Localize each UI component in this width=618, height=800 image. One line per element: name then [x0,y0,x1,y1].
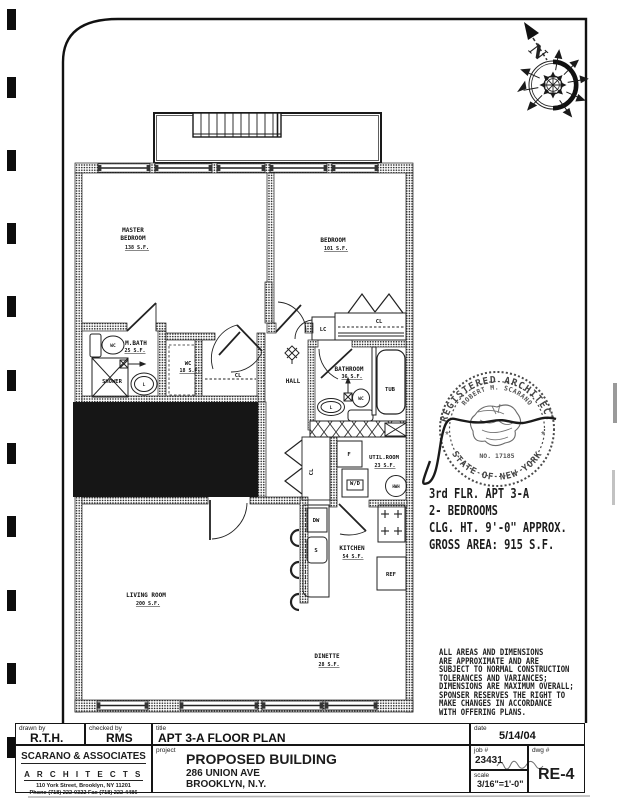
firm-name: SCARANO & ASSOCIATES [21,751,146,764]
label-living-area: 200 S.F. [136,601,160,607]
title-block: drawn by R.T.H. checked by RMS title APT… [15,723,585,796]
architect-stamp: REGISTERED ARCHITECT STATE OF NEW YORK R… [422,371,557,487]
label-cl-mid: CL [235,373,242,379]
label-tub: TUB [385,387,396,393]
project-cell: project PROPOSED BUILDING 286 UNION AVE … [152,745,470,793]
label-util-area: 23 S.F. [374,463,395,469]
room-labels: MASTER BEDROOM 138 S.F. BEDROOM 101 S.F.… [102,227,400,668]
label-dinette: DINETTE [314,653,340,660]
label-kitchen: KITCHEN [339,545,365,552]
apartment-info: 3rd FLR. APT 3-A 2- BEDROOMS CLG. HT. 9'… [429,486,601,554]
label-wc-room: WC [185,361,192,367]
label-bedroom-area: 101 S.F. [324,246,348,252]
redacted-area [73,402,258,497]
job-handwriting [496,760,544,770]
label-ref: REF [386,572,396,578]
scale-cell: scale 3/16"=1'-0" [470,770,528,793]
label-master-bedroom-area: 138 S.F. [125,245,149,251]
label-lav-mbath: L [143,382,146,388]
job-value: 23431 [475,755,503,766]
label-mbath-area: 25 S.F. [124,348,145,354]
disclaimer-note: ALL AREAS AND DIMENSIONS ARE APPROXIMATE… [439,648,574,718]
signature [422,416,557,485]
apt-info-line: GROSS AREA: 915 S.F. [429,538,555,553]
dwg-cell: dwg # RE-4 [528,745,585,793]
label-bathroom-area: 36 S.F. [341,374,362,380]
label-lav-bath: L [330,405,333,411]
stamp-number: NO. 17185 [479,452,514,460]
label-util: UTIL.ROOM [369,455,399,461]
fixtures [89,312,407,612]
label-mbath: M.BATH [125,340,147,347]
label-master-bedroom: MASTER [122,227,144,234]
page-bottom-shadow [27,795,591,798]
label-sink: S [314,548,317,554]
firm-sub: A R C H I T E C T S [24,770,143,781]
stair-bulkhead [153,112,382,164]
label-cl-bedroom: CL [376,319,383,325]
label-dw: DW [313,518,320,524]
windows [96,163,379,711]
project-address1: 286 UNION AVE [186,768,260,779]
project-name: PROPOSED BUILDING [186,751,337,767]
apt-info-line: 3rd FLR. APT 3-A [429,487,530,502]
label-wc-oval-mbath: WC [110,343,116,349]
page-frame [61,17,588,723]
firm-cell: SCARANO & ASSOCIATES A R C H I T E C T S… [15,745,152,796]
checked-by-cell: checked by RMS [85,723,152,745]
apt-info-line: 2- BEDROOMS [429,504,498,519]
label-living: LIVING ROOM [126,592,166,599]
label-f: F [347,452,350,458]
stamp-center-seal [469,403,522,447]
apt-info-line: CLG. HT. 9'-0" APPROX. [429,521,567,536]
label-hwh: HWH [392,484,400,489]
compass-arrows [517,49,589,118]
stamp-star-right: * [541,430,545,441]
label-kitchen-area: 54 S.F. [342,554,363,560]
project-address2: BROOKLYN, N.Y. [186,779,267,790]
binder-holes [7,9,16,758]
title-value: APT 3-A FLOOR PLAN [158,731,286,745]
doors [126,292,404,540]
dwg-value: RE-4 [538,766,575,783]
page-edge-shadow [612,383,617,505]
stamp-top-text: REGISTERED ARCHITECT [439,375,554,424]
label-dinette-area: 28 S.F. [318,662,339,668]
label-shower: SHOWER [102,379,123,385]
label-wc-room-area: 18 S.F. [179,368,200,374]
stamp-star-left: * [445,430,449,441]
title-cell: title APT 3-A FLOOR PLAN [152,723,470,745]
north-compass: N [517,22,589,118]
label-hall: HALL [286,378,301,385]
label-cl-kitchen: CL [309,468,315,475]
firm-address: 110 York Street, Brooklyn, NY 11201 [36,783,131,789]
drawn-by-value: R.T.H. [30,731,64,745]
date-cell: date 5/14/04 [470,723,585,745]
date-value: 5/14/04 [499,730,536,742]
scale-value: 3/16"=1'-0" [477,779,524,789]
stair-treads [192,112,282,138]
label-master-bedroom2: BEDROOM [120,235,146,242]
label-wd: W/D [350,481,361,487]
checked-by-value: RMS [106,731,133,745]
label-wc-oval-bath: WC [358,396,364,402]
firm-phone: Phone (718) 222-0322 Fax (718) 222-4486 [29,789,138,796]
job-cell: job # 23431 [470,745,528,770]
label-lc: LC [320,327,327,333]
label-bathroom: BATHROOM [335,366,364,373]
svg-text:REGISTERED ARCHITECT: REGISTERED ARCHITECT [439,375,556,424]
drawn-by-cell: drawn by R.T.H. [15,723,85,745]
label-bedroom: BEDROOM [320,237,346,244]
